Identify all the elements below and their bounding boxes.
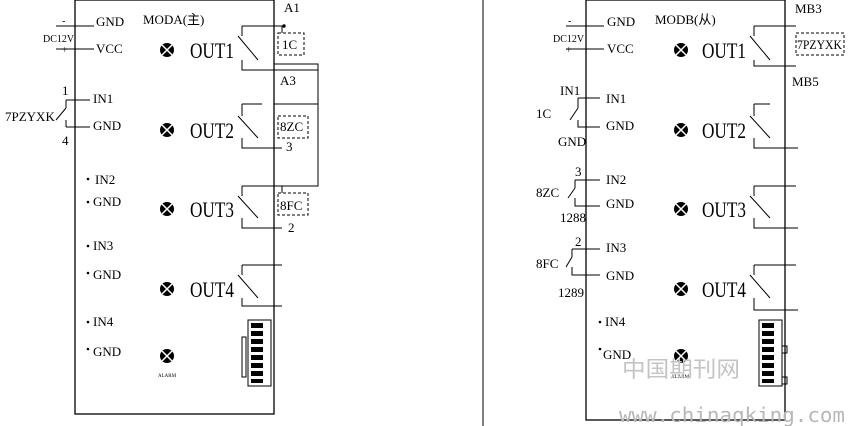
module-b-in3-top: 2 [575,234,582,249]
watermark-url: www.chinaqking.com [619,403,845,426]
module-a-out2-tag: A3 [280,73,296,88]
led-indicator-icon [674,282,688,296]
module-a-out2-pin: 3 [286,139,293,154]
module-a-out1-tag: A1 [284,0,300,15]
module-a-sensor-pin-bottom: 4 [62,133,69,148]
module-a-in2-label: IN2 [95,172,115,187]
module-b-gnd-label: GND [607,14,635,29]
module-a-sensor-pin-top: 1 [62,83,69,98]
module-a-title: MODA(主) [143,12,204,27]
module-a-power-label: DC12V [43,34,75,45]
led-indicator-icon [674,123,688,137]
module-b-in2-sensor: 8ZC [536,185,559,200]
module-a-gnd-label: GND [96,14,124,29]
module-b-in3-sensor [565,248,600,276]
alarm-led-icon [160,349,174,363]
module-b-in1-top: IN1 [560,83,580,98]
module-a-leds: ALARM [158,43,177,379]
module-b-out4-label: OUT4 [702,277,746,302]
led-indicator-icon [160,282,174,296]
watermark: 中国期刊网 www.chinaqking.com [619,358,845,426]
module-a-dip-switch [241,319,272,387]
module-a-vcc-label: VCC [96,41,123,56]
module-a-out1-label: OUT1 [190,38,234,63]
module-b-output-tags: MB3 7PZYXK MB5 [792,1,845,89]
module-b-in2-label: IN2 [606,172,626,187]
module-b-vcc-label: VCC [607,41,634,56]
module-a-in3-gnd: GND [93,267,121,282]
module-b-in1-sensor [569,97,600,128]
module-b-out1-label: OUT1 [702,38,746,63]
module-b-out1-box: 7PZYXK [797,37,843,52]
module-a-out3-box: 8FC [280,198,302,213]
module-a-in1-label: IN1 [93,91,113,106]
module-a-in1-sensor: 1 7PZYXK 4 [5,83,90,148]
led-indicator-icon [674,43,688,57]
module-b-out2-label: OUT2 [702,118,746,143]
module-b-body [585,0,786,421]
alarm-led-icon [674,349,688,363]
module-a-out2-label: OUT2 [190,118,234,143]
module-a-power: - DC12V + GND VCC [43,14,124,56]
module-b-out2-tag: MB5 [792,74,819,89]
module-b-relays [749,25,798,311]
module-b-in1-bottom: GND [558,134,586,149]
module-b-in3-sensor: 8FC [536,256,558,271]
module-b-in3-label: IN3 [606,240,626,255]
module-b-in2-sensor [567,179,600,207]
module-a-alarm-label: ALARM [158,374,177,379]
module-b-leds: ALARM [671,43,690,380]
module-b-in4-gnd: GND [603,347,631,362]
module-b-in2-bottom: 1288 [560,210,586,225]
module-a-in2-gnd: GND [93,194,121,209]
module-b-power: - DC12V + GND VCC [553,14,635,56]
module-a-plus: + [62,45,68,56]
module-a-in3-label: IN3 [93,238,113,253]
module-b-in3-bottom: 1289 [558,285,584,300]
led-indicator-icon [160,43,174,57]
led-indicator-icon [160,202,174,216]
module-b-dip-switch [758,319,788,387]
module-a-in4-gnd: GND [93,344,121,359]
module-a-out3-pin: 2 [288,220,295,235]
module-b-in1-sensor: 1C [536,106,551,121]
led-indicator-icon [674,202,688,216]
module-a-out4-label: OUT4 [190,277,234,302]
module-b-in2-top: 3 [575,164,582,179]
watermark-cn: 中国期刊网 [622,358,740,383]
module-a-out3-label: OUT3 [190,197,234,222]
module-a-out2-box: 8ZC [280,119,303,134]
module-b-in1-label: IN1 [606,91,626,106]
module-b-in4-label: IN4 [605,314,626,329]
module-b-out3-label: OUT3 [702,197,746,222]
module-a-in4-label: IN4 [93,314,114,329]
module-a-body [74,0,275,415]
module-b: MODB(从) - DC12V + GND VCC IN1 1C GND IN1… [536,0,845,421]
module-a-sensor-name: 7PZYXK [5,109,55,124]
module-b-in3-gnd: GND [606,268,634,283]
module-a: MODA(主) - DC12V + GND VCC 1 7PZYXK 4 IN1… [5,0,319,415]
module-a-output-tags: A1 1C A3 8ZC 3 8FC 2 [277,0,309,235]
module-b-power-label: DC12V [553,34,585,45]
module-a-minus: - [62,16,65,27]
module-b-in2-gnd: GND [606,196,634,211]
module-b-minus: - [568,16,571,27]
module-a-out1-box: 1C [282,37,297,52]
module-b-title: MODB(从) [655,12,716,27]
module-b-plus: + [566,45,572,56]
module-b-alarm-label: ALARM [671,375,690,380]
module-a-in1-gnd: GND [93,118,121,133]
module-b-in1-gnd: GND [606,118,634,133]
led-indicator-icon [160,123,174,137]
module-b-out1-tag: MB3 [795,1,822,16]
module-a-relays [237,24,319,307]
